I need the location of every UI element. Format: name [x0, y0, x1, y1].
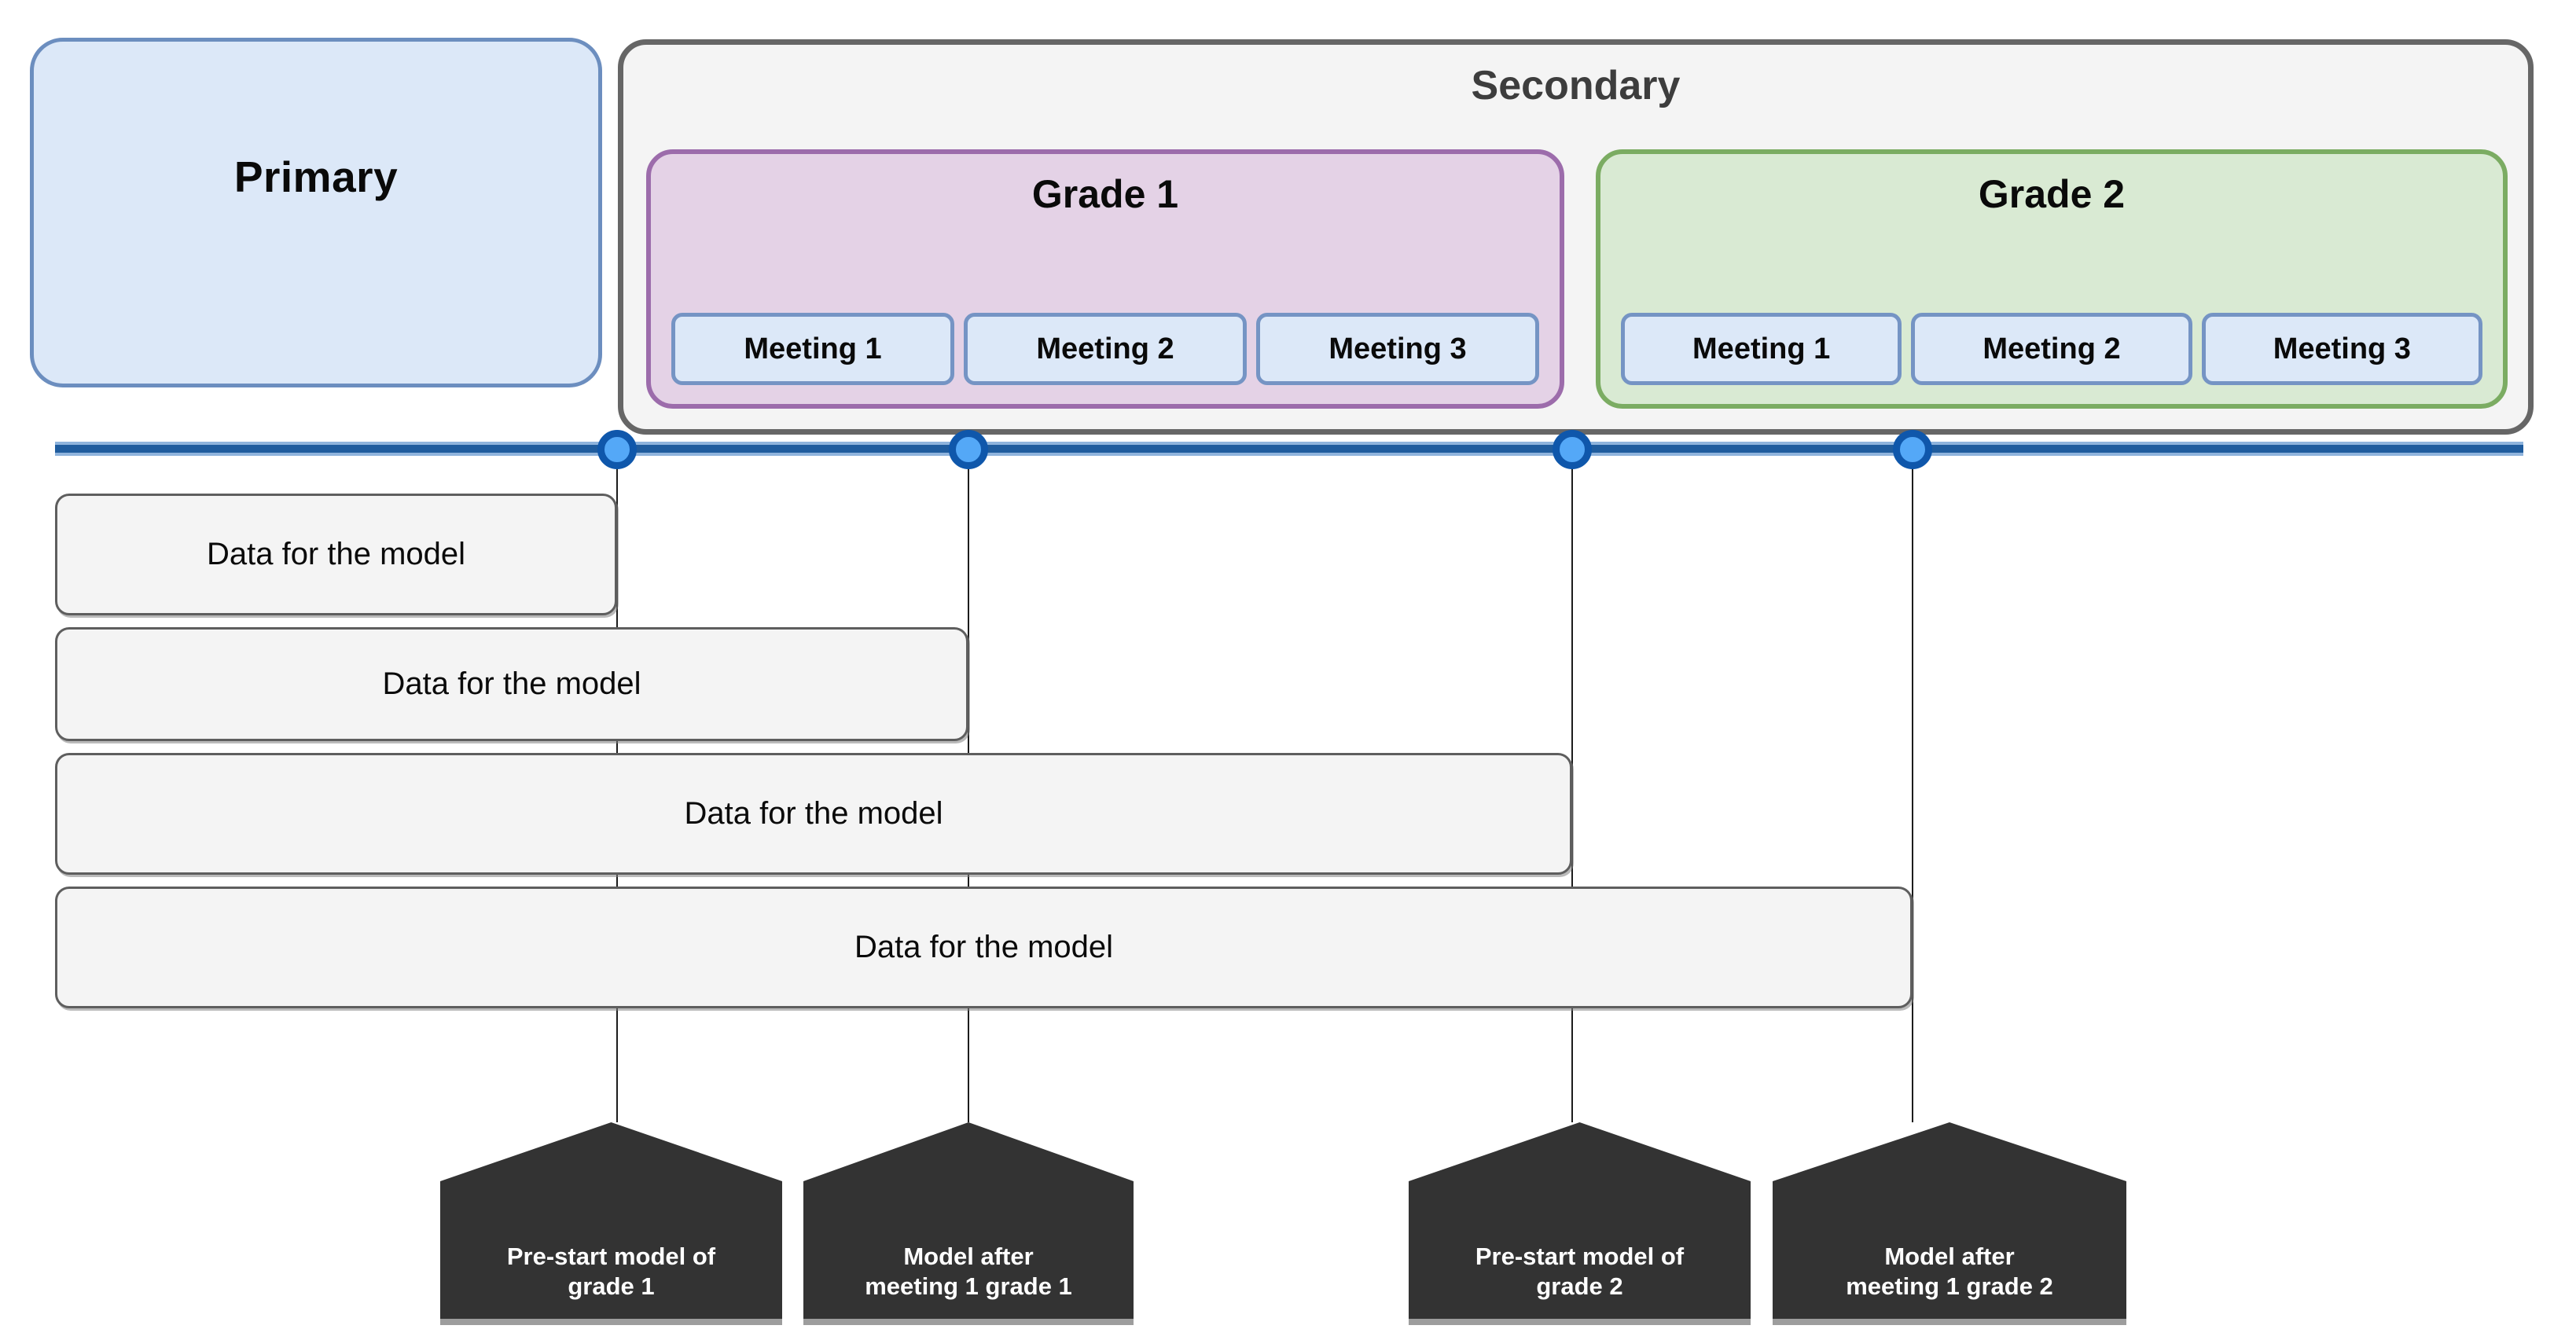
- data-bar-label: Data for the model: [382, 666, 641, 701]
- data-bar[interactable]: Data for the model: [55, 753, 1572, 875]
- meeting-box-g1-m2[interactable]: Meeting 2: [964, 313, 1247, 385]
- grade-box-grade-1[interactable]: Grade 1 Meeting 1 Meeting 2 Meeting 3: [646, 149, 1564, 409]
- model-output-tag-shadow: [1409, 1319, 1751, 1325]
- timeline-axis: [55, 442, 2523, 456]
- timeline-milestone-dot[interactable]: [1893, 430, 1932, 469]
- data-bar[interactable]: Data for the model: [55, 887, 1913, 1008]
- data-bar-label: Data for the model: [684, 796, 943, 831]
- phase-label-secondary: Secondary: [1471, 63, 1681, 108]
- model-output-tag-line-2: grade 2: [1536, 1272, 1623, 1301]
- data-bar-label: Data for the model: [854, 930, 1114, 964]
- model-output-tag-line-2: meeting 1 grade 2: [1846, 1272, 2053, 1301]
- timeline-milestone-dot[interactable]: [1553, 430, 1592, 469]
- timeline-drop-line: [1912, 467, 1913, 1122]
- model-output-tag-line-2: meeting 1 grade 1: [865, 1272, 1072, 1301]
- phase-label-primary: Primary: [233, 152, 399, 201]
- meetings-row-grade-2: Meeting 1 Meeting 2 Meeting 3: [1621, 313, 2482, 385]
- timeline-milestone-dot[interactable]: [597, 430, 637, 469]
- model-output-tag-line-1: Model after: [903, 1243, 1034, 1271]
- data-bar[interactable]: Data for the model: [55, 627, 968, 741]
- meeting-box-g1-m1[interactable]: Meeting 1: [671, 313, 954, 385]
- model-output-tag-shadow: [440, 1319, 782, 1325]
- model-output-tag-shadow: [1773, 1319, 2126, 1325]
- model-output-tag-line-1: Pre-start model of: [1475, 1243, 1685, 1271]
- data-bar-label: Data for the model: [206, 537, 466, 571]
- data-bar[interactable]: Data for the model: [55, 494, 617, 615]
- timeline-drop-line: [1571, 467, 1573, 1122]
- model-output-tag-line-1: Pre-start model of: [506, 1243, 716, 1271]
- phase-box-primary[interactable]: Primary: [30, 38, 602, 387]
- model-output-tag-line-2: grade 1: [568, 1272, 655, 1301]
- grade-label-grade-1: Grade 1: [1031, 172, 1179, 216]
- meeting-box-g2-m3[interactable]: Meeting 3: [2201, 313, 2482, 385]
- meeting-box-g2-m2[interactable]: Meeting 2: [1911, 313, 2192, 385]
- meeting-box-g2-m1[interactable]: Meeting 1: [1621, 313, 1902, 385]
- model-output-tag-line-1: Model after: [1884, 1243, 2015, 1271]
- grade-box-grade-2[interactable]: Grade 2 Meeting 1 Meeting 2 Meeting 3: [1596, 149, 2508, 409]
- timeline-milestone-dot[interactable]: [949, 430, 988, 469]
- meetings-row-grade-1: Meeting 1 Meeting 2 Meeting 3: [671, 313, 1539, 385]
- grade-label-grade-2: Grade 2: [1978, 172, 2126, 216]
- meeting-box-g1-m3[interactable]: Meeting 3: [1256, 313, 1539, 385]
- model-output-tag-shadow: [803, 1319, 1134, 1325]
